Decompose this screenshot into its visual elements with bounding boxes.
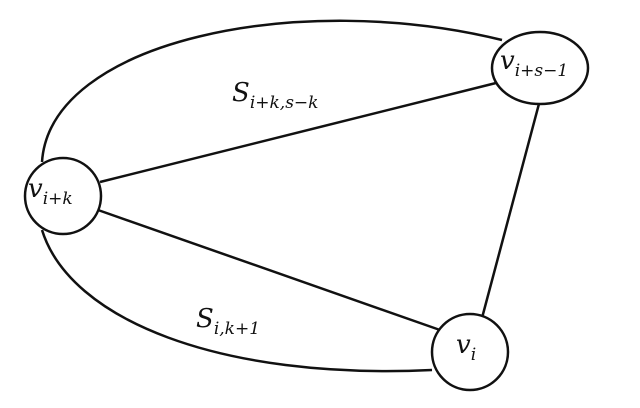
node-bottom [430,312,510,392]
node-bottom-label: vi [456,330,477,365]
node-left [23,156,103,236]
node-left-label: vi+k [28,174,73,209]
edge-left-bottom [97,208,441,332]
edge-top-bottom [480,99,542,319]
upper-arc-edge [40,19,503,163]
edge-left-top [99,80,501,184]
node-top [490,30,590,106]
edge-label-upper: Si+k,s−k [232,78,319,113]
edge-label-lower: Si,k+1 [196,304,261,339]
lower-arc-edge [40,229,433,373]
node-top-label: vi+s−1 [500,46,569,81]
